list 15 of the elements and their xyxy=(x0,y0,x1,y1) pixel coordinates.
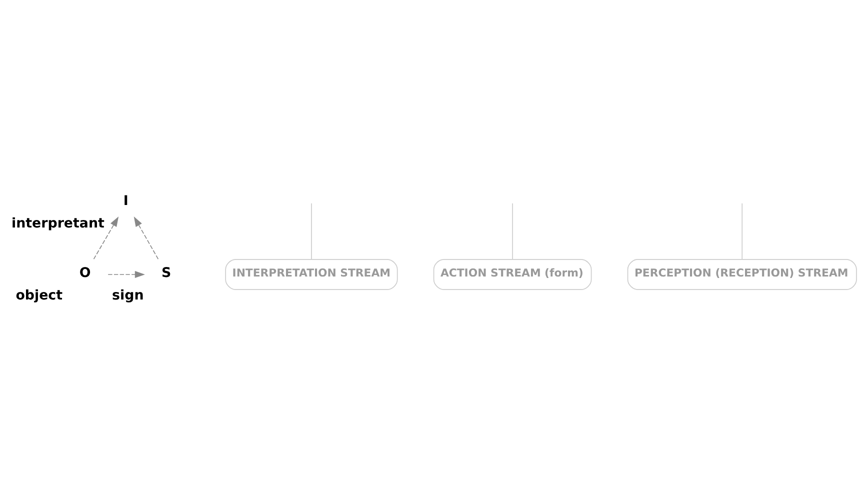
node-box: INTERPRETATION STREAM xyxy=(225,258,398,290)
node-box: PERCEPTION (RECEPTION) STREAM xyxy=(627,258,857,290)
node-box: ACTION STREAM (form) xyxy=(433,258,592,290)
connector xyxy=(742,202,743,259)
connector xyxy=(512,202,513,259)
node-label: sign xyxy=(112,288,144,303)
node-text: O xyxy=(79,265,91,280)
arrow xyxy=(93,216,119,259)
arrow xyxy=(108,270,145,278)
node-text: S xyxy=(161,265,172,280)
node-label: object xyxy=(16,288,63,303)
node-label: interpretant xyxy=(12,216,104,231)
node-text: I xyxy=(123,193,128,208)
connector xyxy=(311,202,312,259)
arrow xyxy=(134,216,159,259)
